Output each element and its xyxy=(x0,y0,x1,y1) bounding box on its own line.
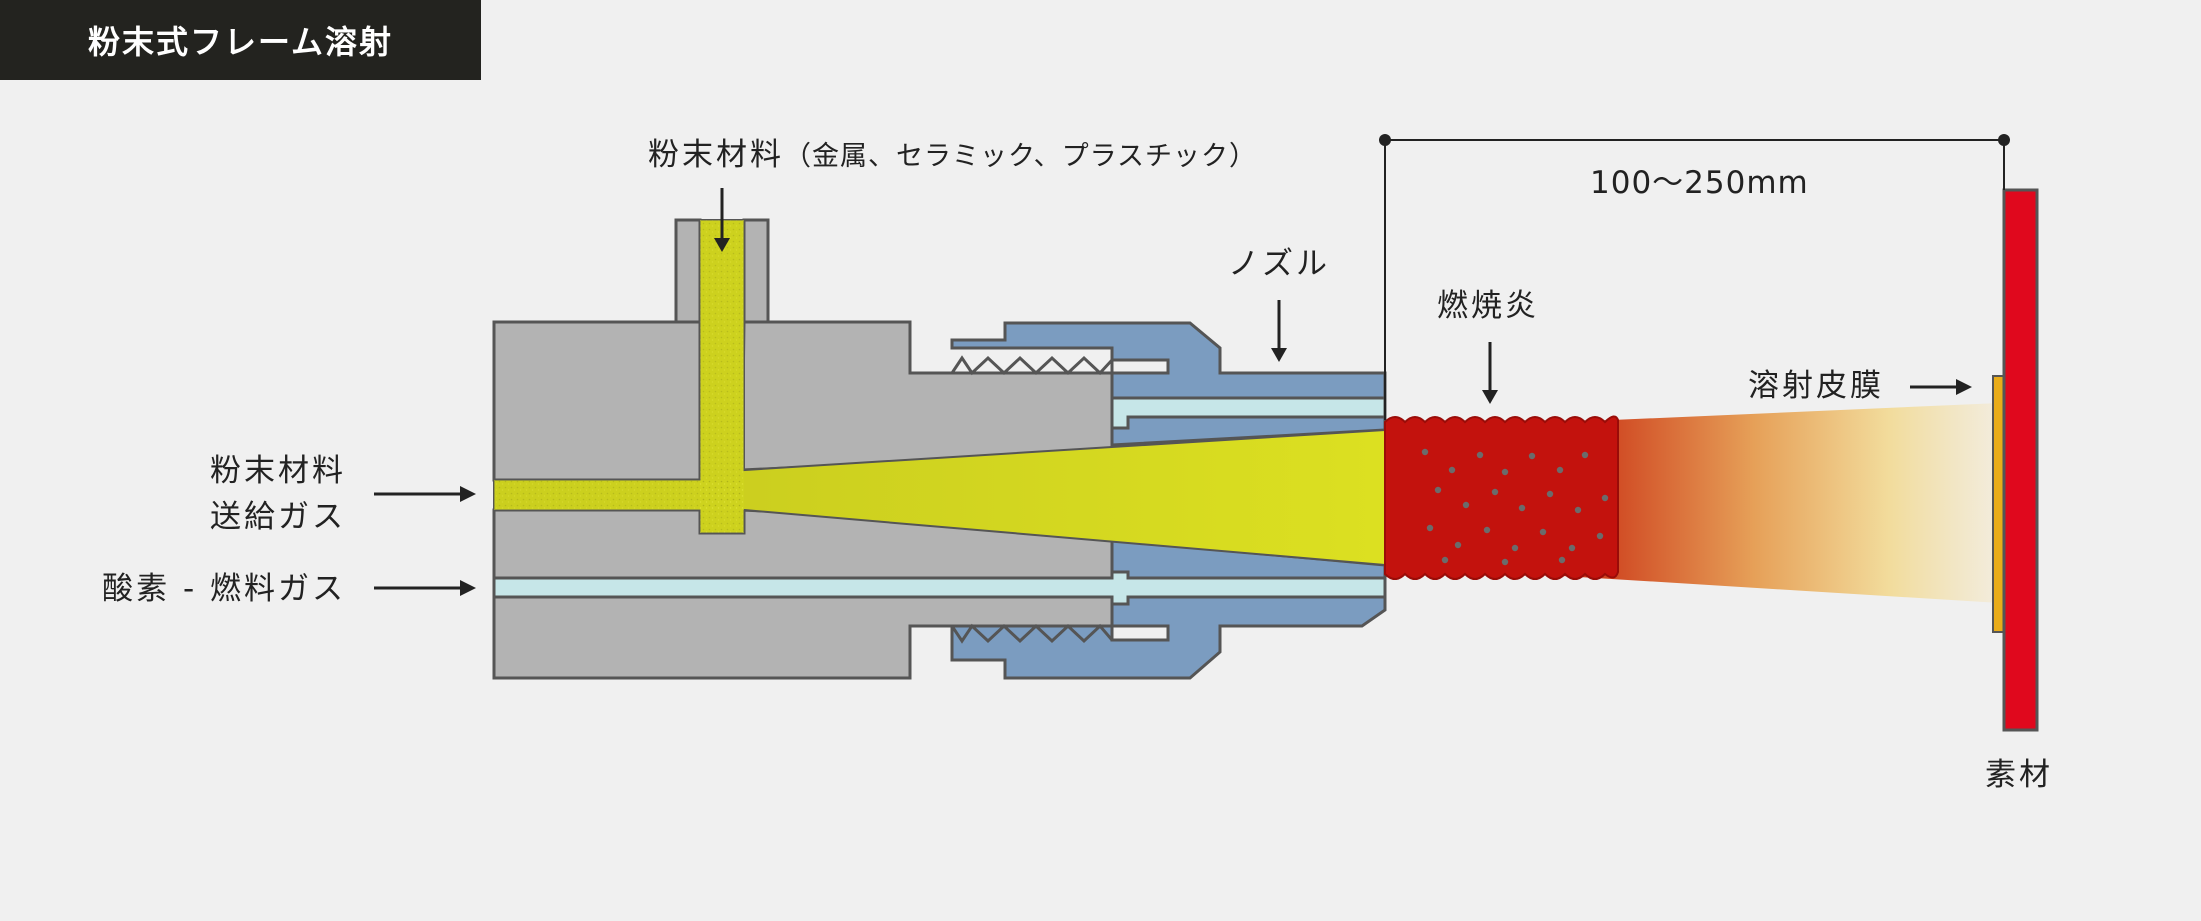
label-carrier-gas-line2: 送給ガス xyxy=(210,499,346,535)
gas-channel-main xyxy=(492,570,1387,606)
flame-particle xyxy=(1483,526,1491,534)
flame-particle xyxy=(1574,506,1582,514)
dimension-dot-right xyxy=(1998,134,2010,146)
feed-tube-left-wall xyxy=(674,218,702,324)
label-powder-material: 粉末材料（金属、セラミック、プラスチック） xyxy=(648,132,1257,180)
label-oxy-fuel-gas: 酸素 - 燃料ガス xyxy=(102,571,346,607)
dimension-dot-left xyxy=(1379,134,1391,146)
flame-particle xyxy=(1434,486,1442,494)
arrow-flame-head xyxy=(1482,390,1498,404)
arrow-oxy-fuel-gas-head xyxy=(460,580,476,596)
label-carrier-gas-line1: 粉末材料 xyxy=(210,453,346,489)
flame-particle xyxy=(1491,488,1499,496)
flame-particle xyxy=(1501,468,1509,476)
flame-particle xyxy=(1596,532,1604,540)
label-flame: 燃焼炎 xyxy=(1437,288,1539,324)
thread-upper xyxy=(950,355,1114,376)
flame-particle xyxy=(1568,544,1576,552)
flame-particle xyxy=(1426,524,1434,532)
nozzle-lower-sleeve xyxy=(1110,624,1170,642)
label-distance: 100〜250mm xyxy=(1590,165,1809,201)
flame-particle xyxy=(1511,544,1519,552)
flame-particle xyxy=(1421,448,1429,456)
spray-coating xyxy=(1992,375,2005,633)
flame-particle xyxy=(1462,501,1470,509)
flame-particle xyxy=(1539,528,1547,536)
thread-lower xyxy=(950,623,1114,644)
label-powder-material-note: （金属、セラミック、プラスチック） xyxy=(784,141,1258,172)
combustion-flame xyxy=(1384,415,1619,580)
arrow-powder-material-head xyxy=(714,238,730,252)
label-coating: 溶射皮膜 xyxy=(1748,368,1884,404)
nozzle-upper-sleeve xyxy=(1110,358,1170,375)
flame-particle xyxy=(1476,451,1484,459)
flame-particle xyxy=(1454,541,1462,549)
arrow-carrier-gas-head xyxy=(460,486,476,502)
flame-particle xyxy=(1501,558,1509,566)
page-title: 粉末式フレーム溶射 xyxy=(0,0,481,80)
label-substrate: 素材 xyxy=(1985,757,2053,793)
label-powder-material-main: 粉末材料 xyxy=(648,137,784,173)
flame-particle xyxy=(1528,452,1536,460)
flame-particle xyxy=(1441,556,1449,564)
flame-particle xyxy=(1518,504,1526,512)
flame-particle xyxy=(1546,490,1554,498)
flame-particle xyxy=(1601,494,1609,502)
label-nozzle: ノズル xyxy=(1228,246,1330,282)
powder-grain-texture-riser xyxy=(700,220,744,533)
flame-particle xyxy=(1556,466,1564,474)
gun-body-upper xyxy=(492,320,702,482)
flame-particle xyxy=(1581,451,1589,459)
arrow-coating-head xyxy=(1956,379,1972,395)
substrate xyxy=(2002,188,2039,732)
arrow-nozzle-head xyxy=(1271,348,1287,362)
flame-particle xyxy=(1448,466,1456,474)
feed-tube-right-wall xyxy=(742,218,770,324)
flame-particle xyxy=(1558,556,1566,564)
flame-particles xyxy=(1421,448,1609,566)
